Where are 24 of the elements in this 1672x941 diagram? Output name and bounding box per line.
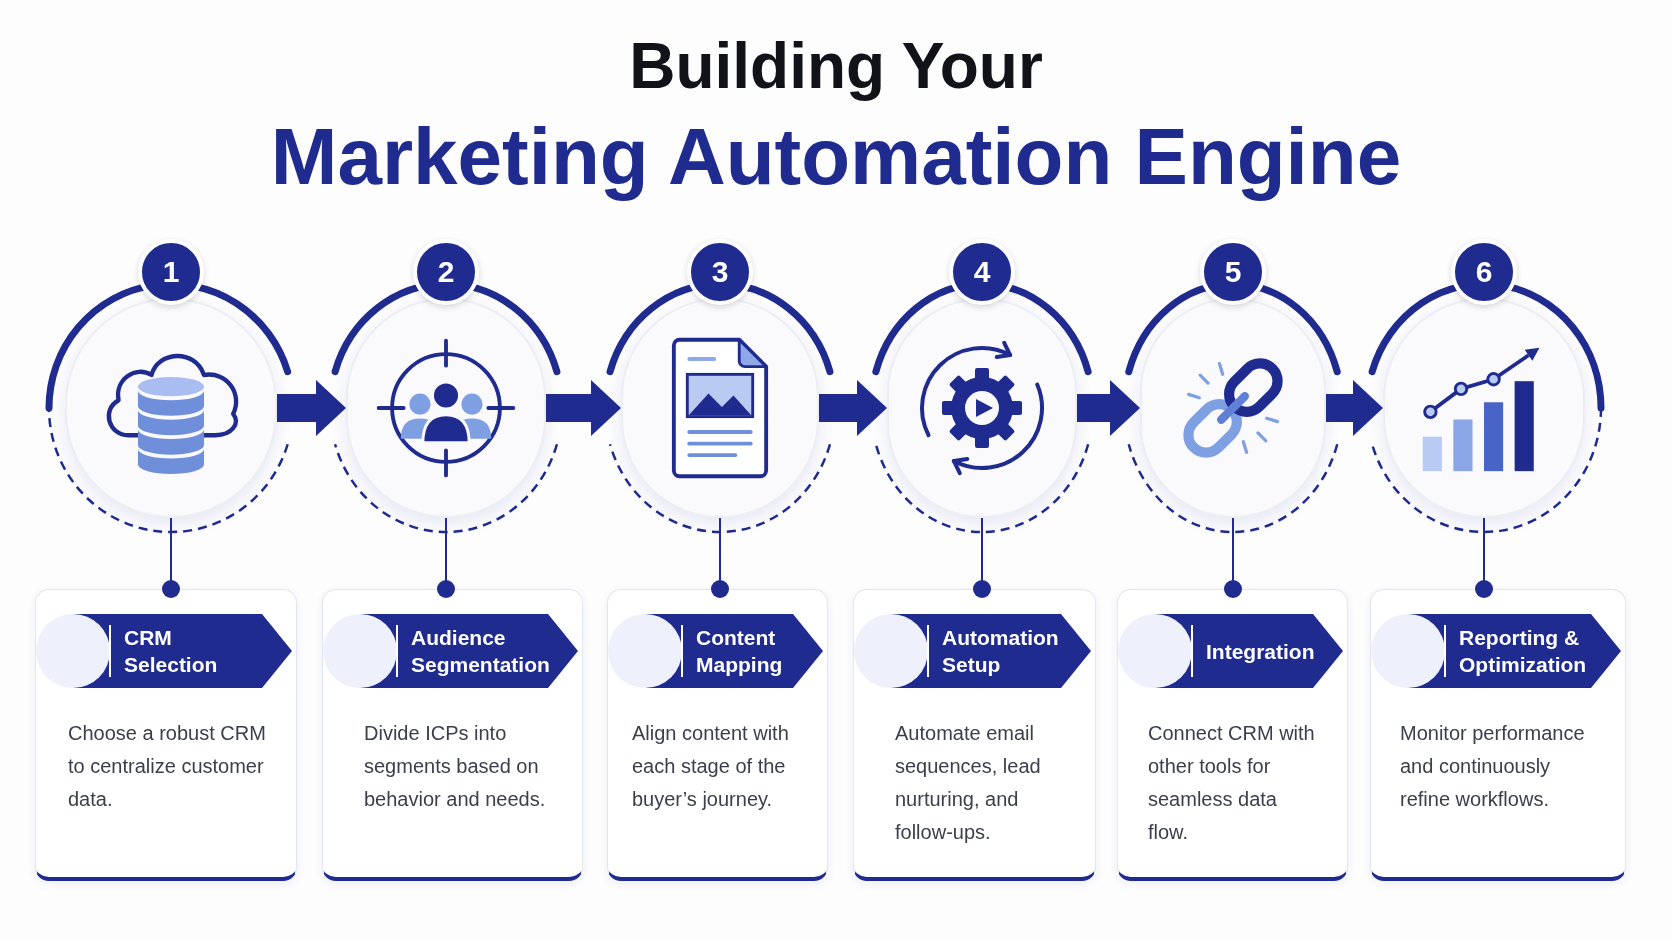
title: Building Your Marketing Automation Engine [270, 30, 1402, 202]
step-card [322, 589, 583, 881]
step-description: Automate email sequences, lead nurturing, and follow-ups. [895, 721, 1042, 845]
block-arrow [1077, 380, 1140, 436]
connector-line [973, 517, 991, 598]
step-description: Align content with each stage of the buyer’s journey. [632, 721, 790, 812]
step-description: Connect CRM with other tools for seamless data flow. [1148, 721, 1316, 845]
block-arrow [546, 380, 621, 436]
step-card [1117, 589, 1348, 881]
step-card [607, 589, 828, 881]
step-card [853, 589, 1096, 881]
connector-line [1475, 517, 1493, 598]
step-description: Monitor performance and continuously refine workflows. [1400, 721, 1585, 812]
step-description: Choose a robust CRM to centralize customer data. [68, 721, 267, 812]
block-arrow [277, 380, 346, 436]
step-description: Divide ICPs into segments based on behavior and needs. [364, 721, 547, 812]
step-card [35, 589, 297, 881]
block-arrow [1326, 380, 1383, 436]
connector-line [437, 517, 455, 598]
connector-line [1224, 517, 1242, 598]
connector-line [711, 517, 729, 598]
step-card [1370, 589, 1626, 881]
block-arrow [819, 380, 887, 436]
connector-line [162, 517, 180, 598]
